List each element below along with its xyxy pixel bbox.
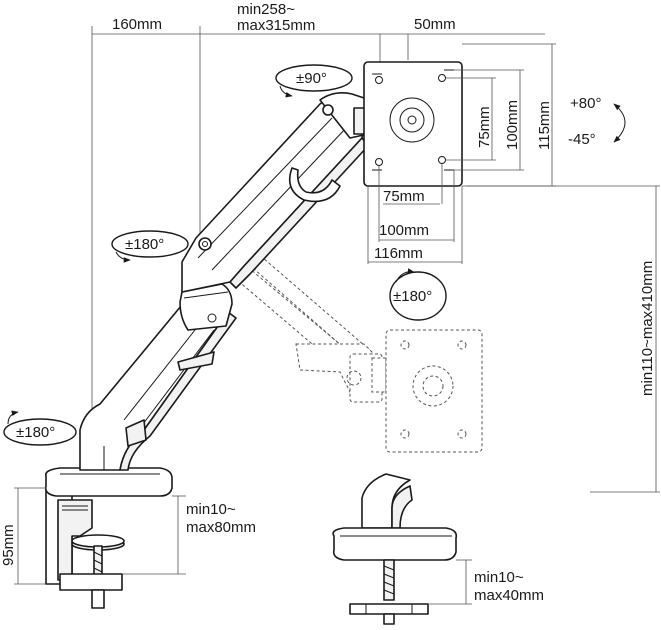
height-range-label: min110~max410mm — [639, 261, 656, 396]
desk-clamp-base — [44, 467, 173, 609]
base-rotation-label: ±180° — [16, 424, 55, 441]
tilt-arc-icon — [613, 103, 626, 143]
ghost-vesa-plate — [385, 329, 483, 453]
grommet-thickness-max-label: max40mm — [474, 587, 544, 604]
plate-offset-label: 50mm — [414, 16, 456, 33]
plate-rotation-label: ±180° — [393, 288, 432, 305]
swivel-90-label: ±90° — [296, 70, 327, 87]
base-rotation-badge — [3, 410, 77, 446]
clamp-thickness-max-label: max80mm — [186, 519, 256, 536]
arm-joint-rotation-badge — [111, 230, 189, 263]
vesa-v-100-label: 100mm — [504, 100, 521, 150]
vesa-v-75-label: 75mm — [476, 106, 493, 148]
grommet-thickness-min-label: min10~ — [474, 569, 524, 586]
arm-reach-min-label: min258~ — [237, 1, 295, 18]
plate-height-label: 115mm — [536, 101, 553, 150]
grommet-dimension-lines — [428, 559, 472, 605]
vesa-plate — [363, 61, 463, 187]
arm-joint-rotation-label: ±180° — [125, 236, 164, 253]
clamp-thickness-min-label: min10~ — [186, 501, 236, 518]
base-to-pole-label: 160mm — [112, 16, 162, 33]
height-range-dimension — [466, 185, 660, 493]
plate-width-label: 116mm — [374, 245, 423, 262]
top-dimension-lines — [91, 26, 545, 430]
tilt-up-label: +80° — [570, 95, 601, 112]
upper-arm — [181, 92, 371, 293]
clamp-dimension-lines — [14, 487, 186, 585]
vesa-h-100-label: 100mm — [379, 222, 429, 239]
grommet-mount — [332, 473, 458, 625]
swivel-90-badge — [275, 64, 353, 98]
lower-arm — [79, 283, 237, 471]
tilt-down-label: -45° — [568, 131, 596, 148]
clamp-height-label: 95mm — [0, 524, 17, 566]
vesa-h-75-label: 75mm — [383, 188, 425, 205]
plate-rotation-badge — [389, 268, 447, 321]
arm-reach-max-label: max315mm — [237, 17, 315, 34]
